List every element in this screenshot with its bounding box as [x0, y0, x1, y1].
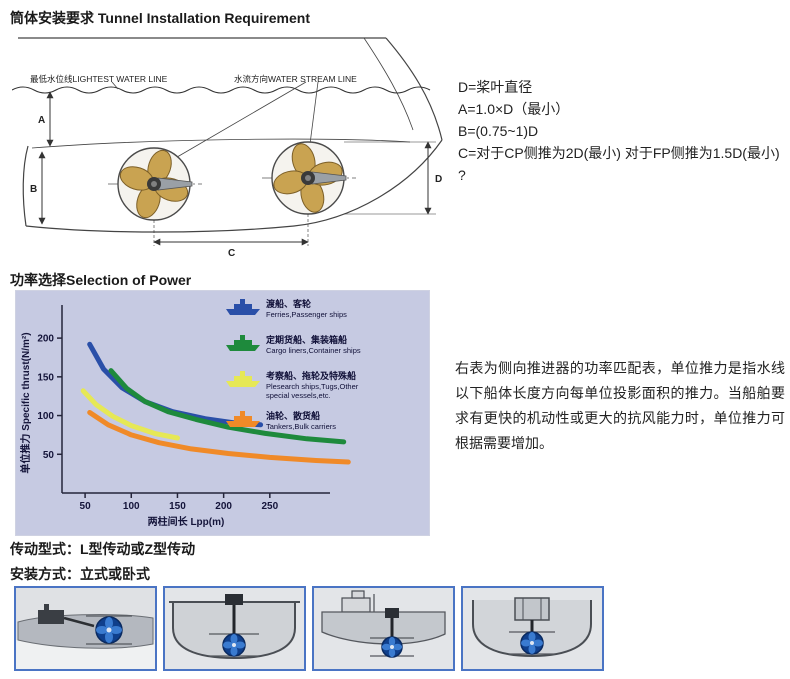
- research-ship-icon: [226, 371, 260, 387]
- svg-text:100: 100: [123, 501, 140, 512]
- svg-text:100: 100: [37, 411, 54, 422]
- svg-text:special vessels,etc.: special vessels,etc.: [266, 391, 331, 400]
- y-axis-label: 单位推力 Specific thrust(N/m²): [19, 332, 32, 473]
- svg-text:考察船、拖轮及特殊船: 考察船、拖轮及特殊船: [266, 370, 356, 381]
- legend-entry-research: 考察船、拖轮及特殊船 Plesearch ships,Tugs,Other sp…: [226, 370, 359, 400]
- legend-entry-ferries: 渡船、客轮 Ferries,Passenger ships: [226, 298, 347, 319]
- svg-text:200: 200: [37, 334, 54, 345]
- drive-type-title: 传动型式：L型传动或Z型传动: [10, 541, 196, 557]
- installation-photo-vertical: [163, 586, 306, 671]
- install-type-title: 安装方式：立式或卧式: [10, 566, 150, 582]
- chart-legend: 渡船、客轮 Ferries,Passenger ships 定期货船、集装箱船 …: [226, 298, 361, 431]
- tunnel-installation-diagram: 最低水位线LIGHTEST WATER LINE 水流方向WATER STREA…: [12, 37, 443, 259]
- svg-text:Plesearch ships,Tugs,Other: Plesearch ships,Tugs,Other: [266, 382, 359, 391]
- svg-text:Cargo liners,Container ships: Cargo liners,Container ships: [266, 346, 361, 355]
- tunnel-mount-image: [463, 588, 602, 669]
- waterline-wave: [12, 86, 431, 94]
- leader-lines: [111, 81, 319, 161]
- svg-text:250: 250: [261, 501, 278, 512]
- hull-outline: [18, 37, 443, 233]
- superstructure: [341, 590, 375, 613]
- x-axis-label: 两柱间长 Lpp(m): [148, 515, 225, 528]
- dim-a-label: A: [38, 115, 45, 126]
- installation-photo-horizontal: [14, 586, 157, 671]
- note-c: C=对于CP侧推为2D(最小) 对于FP侧推为1.5D(最小): [458, 145, 780, 161]
- legend-entry-tankers: 油轮、散货船 Tankers,Bulk carriers: [226, 410, 336, 431]
- thruster-propeller: [222, 633, 246, 657]
- ferry-icon: [226, 299, 260, 315]
- svg-text:200: 200: [215, 501, 232, 512]
- cargo-ship-icon: [226, 335, 260, 351]
- svg-text:50: 50: [43, 450, 55, 461]
- water-stream-line-label: 水流方向WATER STREAM LINE: [234, 74, 357, 84]
- power-matching-description: 右表为侧向推进器的功率匹配表，单位推力是指水线以下船体长度方向每单位投影面积的推…: [455, 360, 785, 451]
- svg-text:油轮、散货船: 油轮、散货船: [266, 410, 320, 421]
- legend-entry-cargo: 定期货船、集装箱船 Cargo liners,Container ships: [226, 334, 361, 355]
- svg-text:Ferries,Passenger ships: Ferries,Passenger ships: [266, 310, 347, 319]
- dimension-lines: [38, 91, 436, 246]
- drive-housing: [514, 597, 550, 621]
- installation-notes: D=桨叶直径 A=1.0×D（最小） B=(0.75~1)D C=对于CP侧推为…: [458, 76, 780, 186]
- engine-block: [38, 610, 64, 624]
- thrust-chart: 50 100 150 200 50 100 150 200 250 两柱间长 Lpp(m) 单位…: [16, 291, 429, 535]
- svg-text:Tankers,Bulk carriers: Tankers,Bulk carriers: [266, 422, 336, 431]
- aft-thruster-propeller: [271, 141, 347, 215]
- forward-thruster-propeller: [117, 147, 193, 221]
- svg-text:150: 150: [37, 372, 54, 383]
- thruster-propeller: [381, 636, 403, 658]
- svg-text:渡船、客轮: 渡船、客轮: [266, 298, 311, 309]
- dim-b-label: B: [30, 184, 37, 195]
- dim-d-label: D: [435, 174, 442, 185]
- thruster-propeller: [95, 616, 123, 644]
- lightest-water-line-label: 最低水位线LIGHTEST WATER LINE: [30, 74, 168, 84]
- thruster-propeller: [520, 631, 544, 655]
- chart-background: [16, 291, 429, 535]
- tanker-icon: [226, 411, 260, 427]
- note-a: A=1.0×D（最小）: [458, 101, 570, 117]
- drive-motor: [385, 608, 399, 618]
- installation-photo-tunnel: [461, 586, 604, 671]
- power-selection-chart: 50 100 150 200 50 100 150 200 250 两柱间长 Lpp(m) 单位…: [15, 290, 430, 536]
- note-question: ?: [458, 167, 466, 183]
- deckhouse-drive-image: [314, 588, 453, 669]
- power-selection-title: 功率选择Selection of Power: [10, 272, 192, 288]
- installation-photo-deckhouse: [312, 586, 455, 671]
- note-d: D=桨叶直径: [458, 79, 533, 95]
- svg-text:50: 50: [80, 501, 92, 512]
- svg-text:150: 150: [169, 501, 186, 512]
- horizontal-drive-image: [16, 588, 155, 669]
- vertical-drive-image: [165, 588, 304, 669]
- drive-motor: [225, 594, 243, 605]
- tunnel-installation-title: 筒体安装要求 Tunnel Installation Requirement: [10, 10, 310, 26]
- dim-c-label: C: [228, 248, 235, 259]
- svg-text:定期货船、集装箱船: 定期货船、集装箱船: [265, 334, 347, 345]
- note-b: B=(0.75~1)D: [458, 123, 539, 139]
